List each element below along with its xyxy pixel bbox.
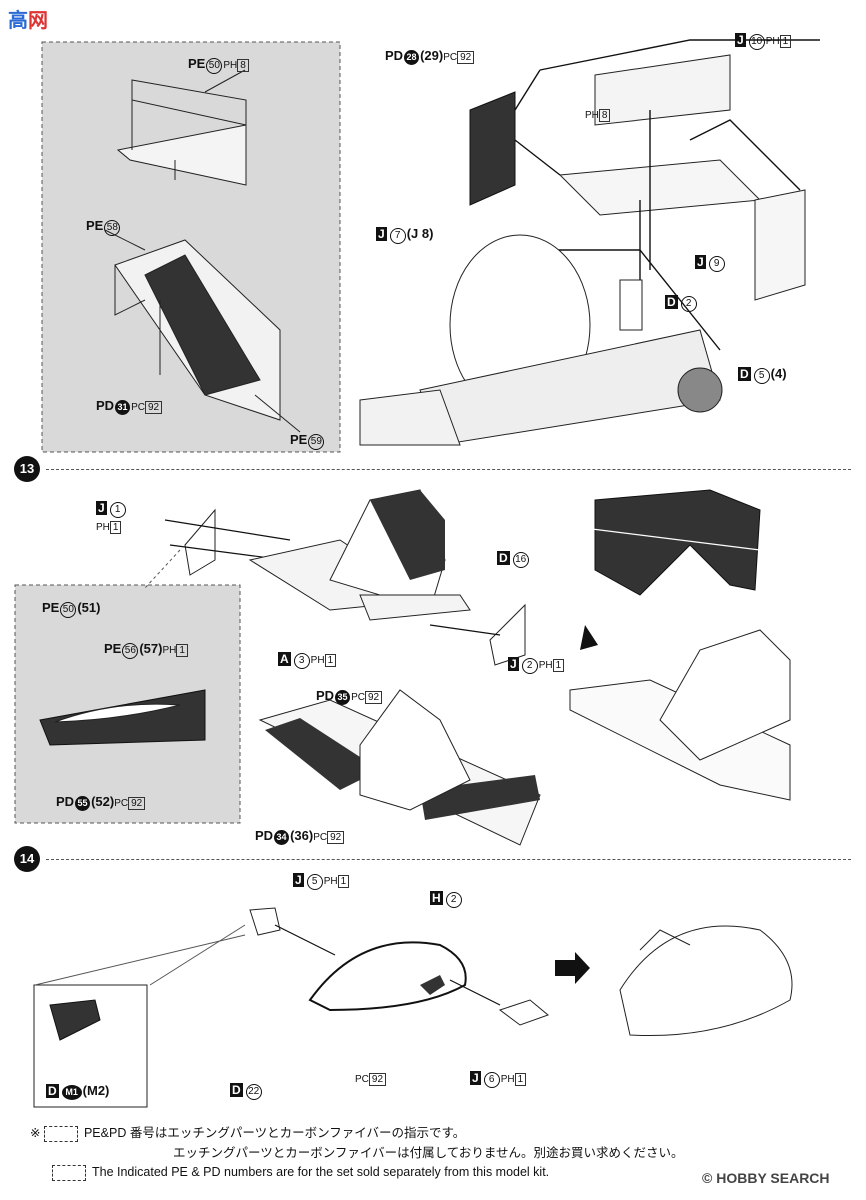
- watermark-text: 网: [28, 10, 48, 32]
- note-jp-line2: エッチングパーツとカーボンファイバーは付属しておりません。別途お買い求めください…: [173, 1146, 684, 1160]
- step-13-divider: [46, 469, 851, 470]
- dashed-box-icon: [52, 1164, 86, 1181]
- note-en: The Indicated PE & PD numbers are for th…: [52, 1163, 549, 1181]
- watermark-logo-top: 高网: [8, 4, 48, 33]
- note-jp-line1: ※ PE&PD 番号はエッチングパーツとカーボンファイバーの指示です。: [30, 1125, 466, 1142]
- step-14-badge: 14: [14, 846, 40, 872]
- step-14-divider: [46, 859, 851, 860]
- watermark-hobbysearch: © HOBBY SEARCH: [702, 1170, 830, 1186]
- watermark-char: 高: [8, 10, 28, 32]
- step-13-badge: 13: [14, 456, 40, 482]
- dashed-box-icon: [43, 1125, 78, 1142]
